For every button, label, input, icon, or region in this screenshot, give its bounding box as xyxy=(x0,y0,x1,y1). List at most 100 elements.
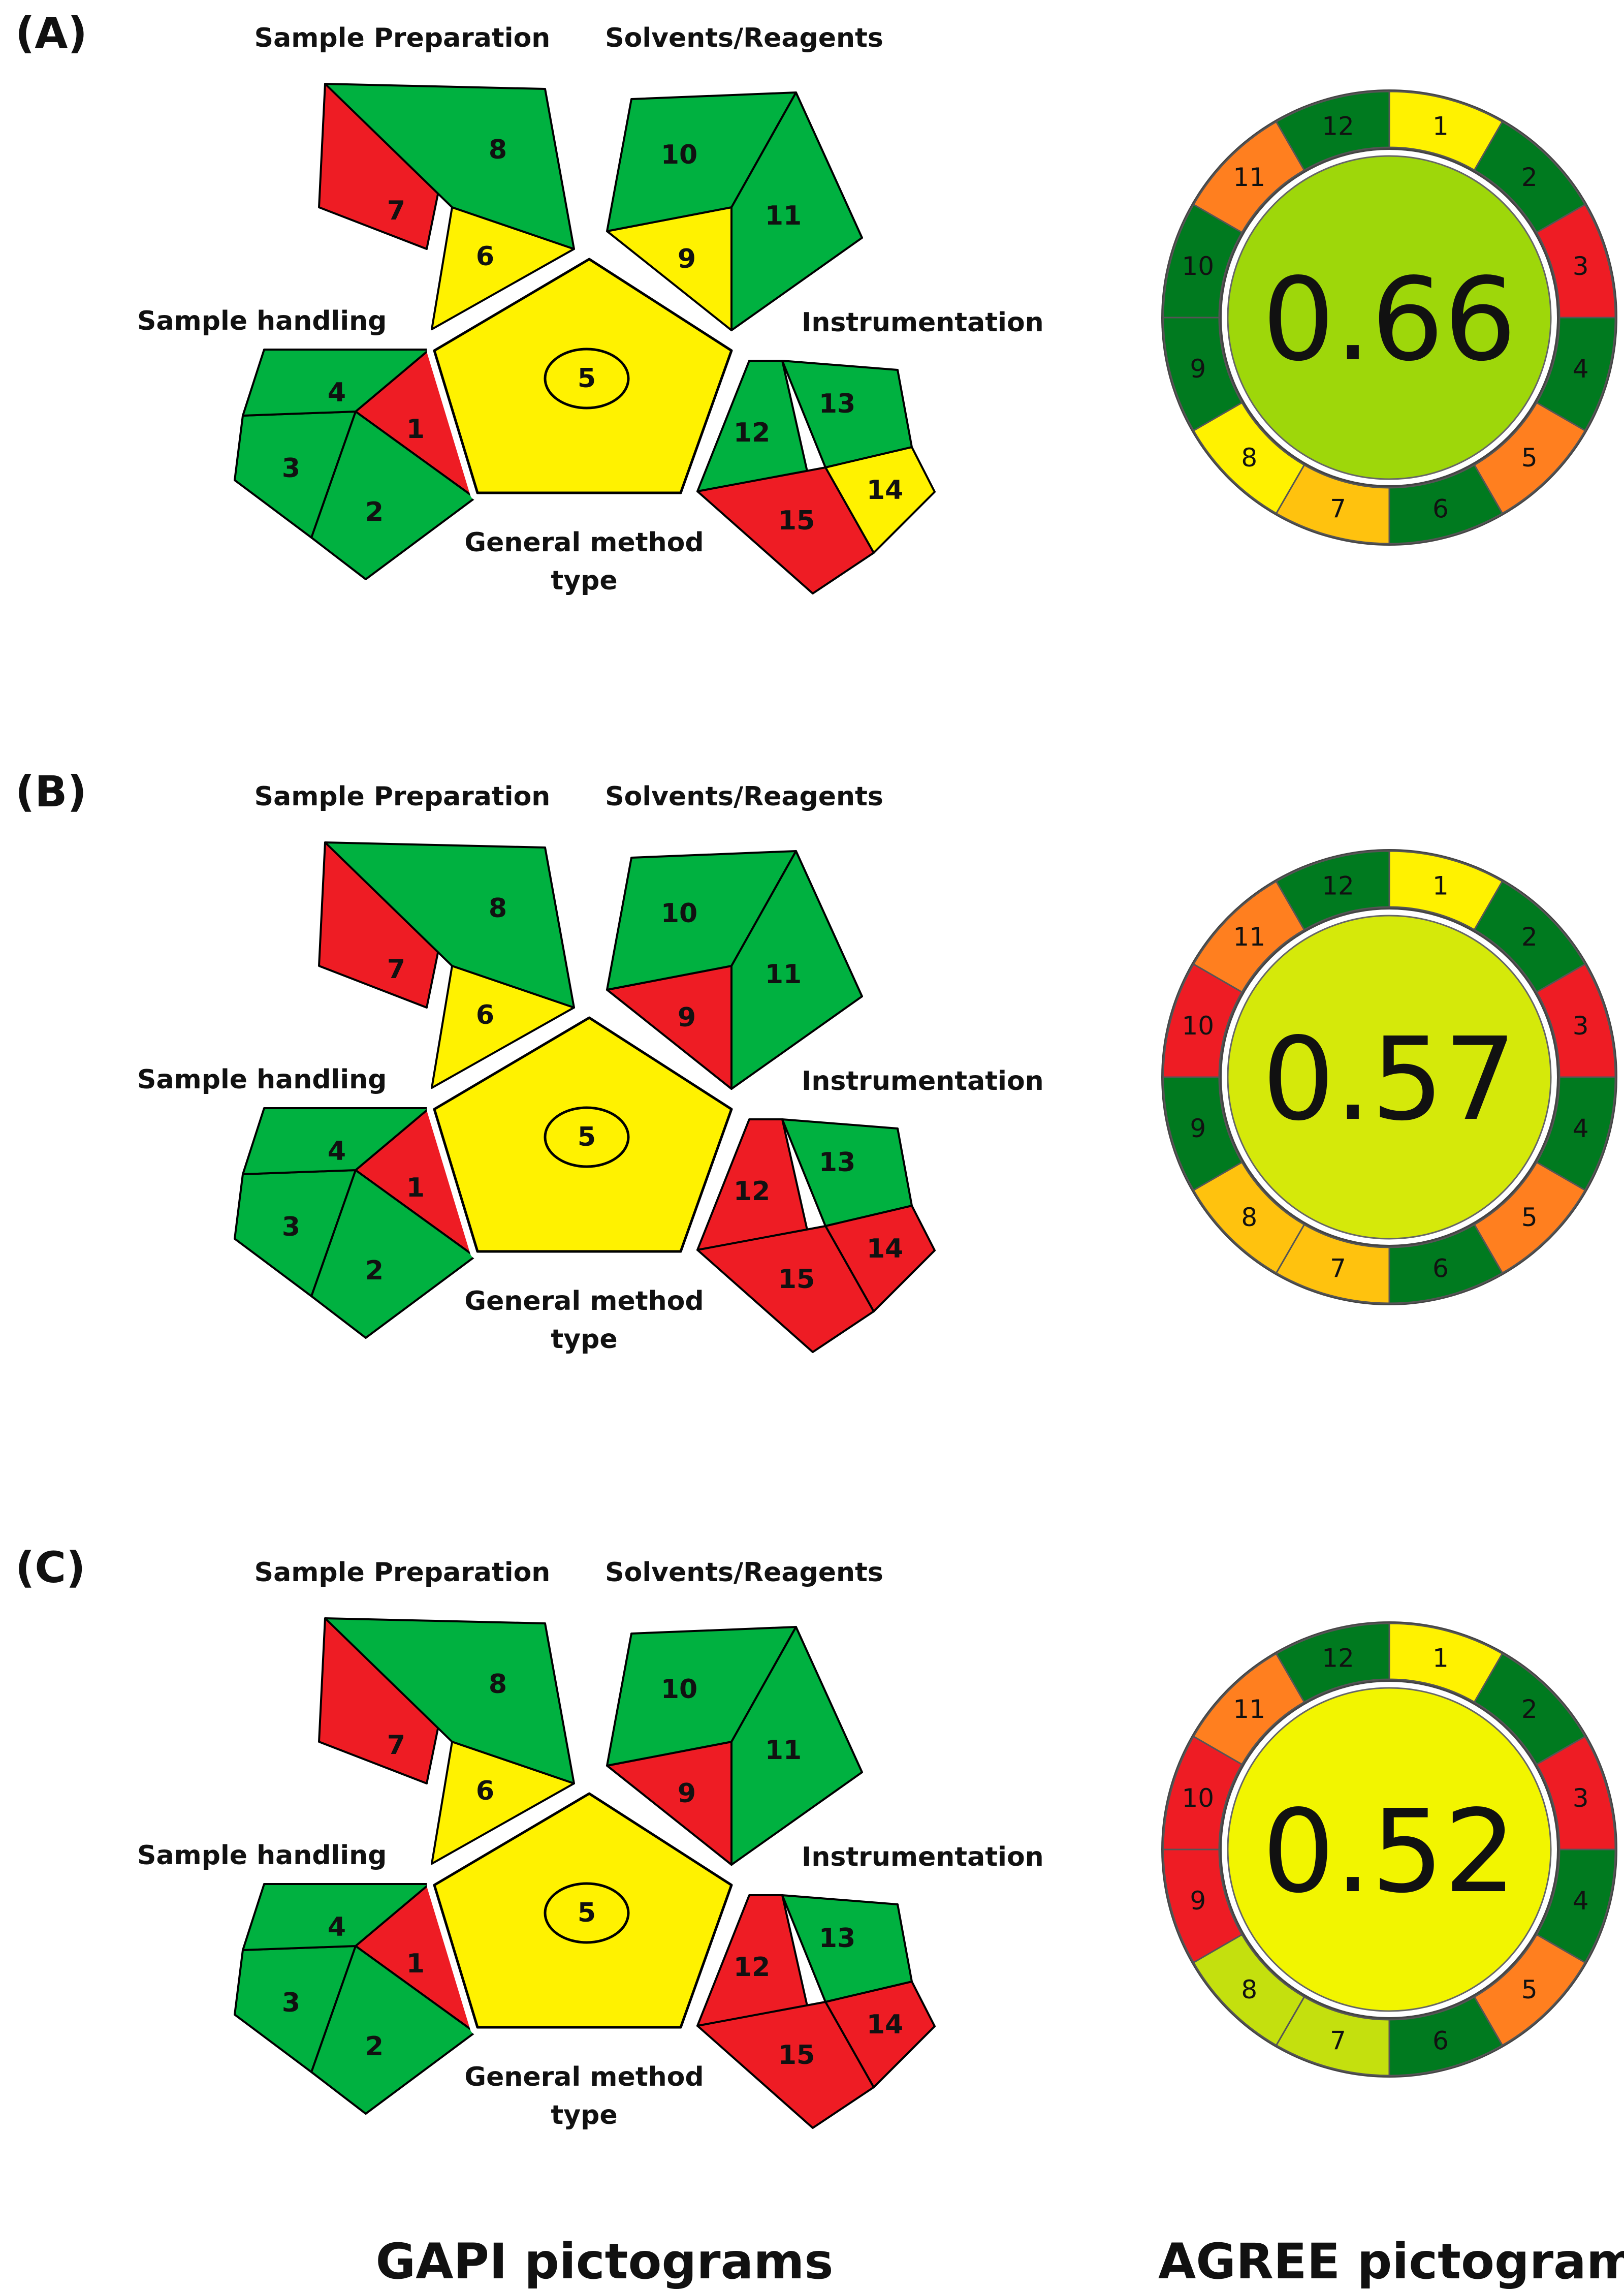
agree-segment-label: 4 xyxy=(1573,1886,1589,1916)
gapi-cell-15 xyxy=(696,2001,875,2129)
section-label-solvents-reagents: Solvents/Reagents xyxy=(605,781,883,812)
gapi-cell-label: 5 xyxy=(578,1898,596,1928)
agree-segment-12 xyxy=(1275,850,1390,931)
agree-center xyxy=(1227,1687,1552,2012)
agree-segment-label: 8 xyxy=(1241,1203,1257,1232)
gapi-cell-label: 10 xyxy=(661,898,697,929)
gapi-cell-label: 15 xyxy=(778,2040,815,2071)
gapi-cell-label: 3 xyxy=(282,1988,300,2018)
agree-segment-label: 2 xyxy=(1521,163,1538,192)
section-label-sample-preparation: Sample Preparation xyxy=(254,781,551,812)
gapi-cell-label: 12 xyxy=(734,418,770,448)
section-label-general-method-type: type xyxy=(551,566,617,596)
section-label-general-method: General method xyxy=(464,2062,704,2092)
agree-segment-label: 5 xyxy=(1521,443,1538,473)
agree-segment-label: 5 xyxy=(1521,1975,1538,2004)
agree-segment-label: 9 xyxy=(1190,1886,1206,1916)
agree-segment-label: 2 xyxy=(1521,1695,1538,1724)
agree-segment-label: 7 xyxy=(1330,494,1346,524)
gapi-cell-11 xyxy=(730,1626,863,1866)
agree-segment-label: 12 xyxy=(1322,871,1354,900)
gapi-cell-5-ellipse xyxy=(544,348,630,410)
gapi-cell-11 xyxy=(730,850,863,1090)
gapi-cell-label: 9 xyxy=(678,1778,696,1809)
agree-segment-label: 2 xyxy=(1521,922,1538,952)
gapi-cell-5-ellipse xyxy=(544,1882,630,1944)
gapi-cell-label: 9 xyxy=(678,244,696,274)
agree-score: 0.57 xyxy=(1262,1013,1517,1146)
gapi-cell-4 xyxy=(242,1107,430,1175)
gapi-cell-label: 11 xyxy=(765,1735,802,1766)
gapi-cell-label: 3 xyxy=(282,453,300,484)
gapi-cell-label: 14 xyxy=(867,475,903,506)
agree-segment-label: 3 xyxy=(1573,1011,1589,1041)
agree-segment-label: 3 xyxy=(1573,252,1589,281)
gapi-cell-label: 4 xyxy=(328,1136,346,1167)
gapi-cell-label: 11 xyxy=(765,959,802,990)
gapi-cell-label: 8 xyxy=(489,135,507,165)
agree-center xyxy=(1227,915,1552,1240)
section-label-general-method: General method xyxy=(464,527,704,558)
gapi-cell-label: 12 xyxy=(734,1952,770,1983)
agree-segment-label: 1 xyxy=(1432,871,1449,900)
gapi-cell-label: 7 xyxy=(387,196,405,226)
agree-segment-label: 11 xyxy=(1233,1695,1265,1724)
gapi-cell-label: 14 xyxy=(867,2010,903,2040)
section-label-general-method: General method xyxy=(464,1286,704,1316)
section-label-solvents-reagents: Solvents/Reagents xyxy=(605,1557,883,1588)
agree-segment-label: 9 xyxy=(1190,1114,1206,1143)
agree-segment-label: 6 xyxy=(1432,1254,1449,1283)
agree-segment-label: 10 xyxy=(1182,252,1214,281)
agree-segment-label: 7 xyxy=(1330,2026,1346,2056)
panel-label: (C) xyxy=(15,1543,85,1592)
gapi-cell-label: 13 xyxy=(819,1923,855,1954)
gapi-cell-label: 13 xyxy=(819,1147,855,1178)
agree-segment-label: 7 xyxy=(1330,1254,1346,1283)
gapi-cell-8 xyxy=(324,83,575,250)
gapi-cell-label: 2 xyxy=(365,2031,384,2062)
gapi-cell-label: 2 xyxy=(365,1256,384,1286)
agree-score: 0.52 xyxy=(1262,1785,1517,1919)
agree-segment-label: 10 xyxy=(1182,1783,1214,1813)
gapi-cell-5 xyxy=(433,1016,733,1253)
caption-agree: AGREE pictograms xyxy=(1158,2233,1624,2290)
gapi-cell-label: 9 xyxy=(678,1002,696,1033)
gapi-cell-label: 2 xyxy=(365,497,384,527)
agree-segment-label: 12 xyxy=(1322,1643,1354,1673)
agree-segment-label: 11 xyxy=(1233,922,1265,952)
section-label-instrumentation: Instrumentation xyxy=(802,1066,1044,1096)
agree-segment-label: 8 xyxy=(1241,1975,1257,2004)
gapi-cell-label: 10 xyxy=(661,1674,697,1705)
gapi-cell-label: 14 xyxy=(867,1234,903,1264)
section-label-instrumentation: Instrumentation xyxy=(802,307,1044,338)
section-label-general-method-type: type xyxy=(551,2100,617,2130)
agree-segment-label: 11 xyxy=(1233,163,1265,192)
section-label-instrumentation: Instrumentation xyxy=(802,1842,1044,1872)
gapi-cell-8 xyxy=(324,1617,575,1784)
section-label-sample-handling: Sample handling xyxy=(137,1064,387,1095)
agree-segment-label: 3 xyxy=(1573,1783,1589,1813)
gapi-cell-label: 4 xyxy=(328,378,346,408)
agree-segment-label: 6 xyxy=(1432,494,1449,524)
agree-segment-label: 10 xyxy=(1182,1011,1214,1041)
section-label-sample-preparation: Sample Preparation xyxy=(254,1557,551,1588)
agree-center xyxy=(1227,155,1552,480)
agree-segment-label: 1 xyxy=(1432,1643,1449,1673)
agree-segment-12 xyxy=(1275,1622,1390,1703)
agree-segment-label: 8 xyxy=(1241,443,1257,473)
gapi-cell-label: 15 xyxy=(778,506,815,536)
agree-segment-label: 4 xyxy=(1573,1114,1589,1143)
gapi-cell-label: 6 xyxy=(476,241,494,272)
gapi-cell-15 xyxy=(696,1225,875,1353)
gapi-cell-5 xyxy=(433,258,733,494)
agree-score: 0.66 xyxy=(1262,254,1517,387)
caption-gapi: GAPI pictograms xyxy=(375,2233,834,2290)
agree-segment-label: 4 xyxy=(1573,354,1589,384)
